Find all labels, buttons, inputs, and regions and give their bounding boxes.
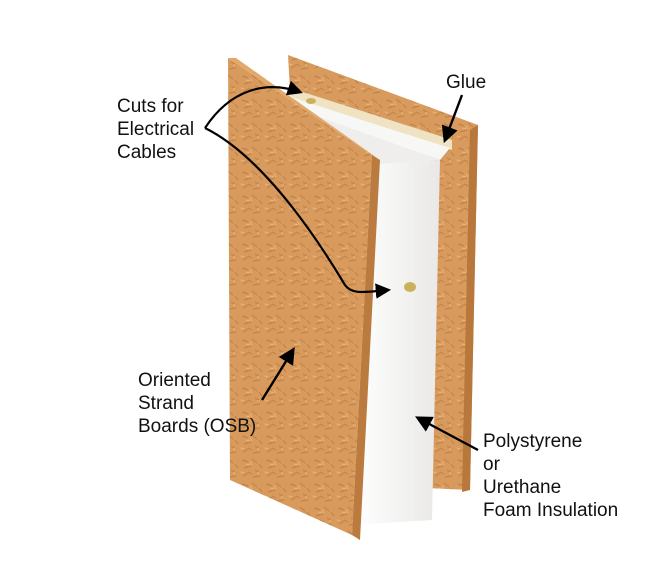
label-glue-text: Glue — [446, 72, 487, 93]
arrow-cuts-side — [204, 127, 392, 299]
arrow-foam — [415, 416, 479, 452]
label-foam-line-2: or — [483, 454, 500, 475]
label-cuts-for-electrical-cables: Cuts for Electrical Cables — [117, 95, 194, 164]
label-cuts-line-1: Cuts for — [117, 96, 184, 117]
label-cuts-line-3: Cables — [117, 142, 177, 163]
label-foam-line-4: Foam Insulation — [483, 500, 619, 521]
label-osb-line-1: Oriented — [138, 370, 211, 391]
label-foam-insulation: Polystyrene or Urethane Foam Insulation — [483, 430, 618, 522]
label-foam-line-3: Urethane — [483, 477, 562, 498]
arrow-glue — [441, 94, 464, 144]
glue-layer — [290, 88, 452, 150]
arrow-cuts-top — [204, 80, 303, 129]
foam-core — [292, 98, 450, 525]
label-osb-line-2: Strand — [138, 393, 194, 414]
label-osb-line-3: Boards (OSB) — [138, 416, 257, 437]
label-glue: Glue — [446, 71, 486, 94]
label-foam-line-1: Polystyrene — [483, 431, 583, 452]
electrical-cut-hole — [404, 282, 416, 292]
label-oriented-strand-boards: Oriented Strand Boards (OSB) — [138, 369, 256, 438]
arrow-osb — [260, 347, 295, 401]
annotation-arrows — [204, 80, 479, 452]
label-cuts-line-2: Electrical — [117, 119, 195, 140]
electrical-cut-hole-top — [306, 98, 316, 104]
front-osb-board — [228, 58, 380, 540]
